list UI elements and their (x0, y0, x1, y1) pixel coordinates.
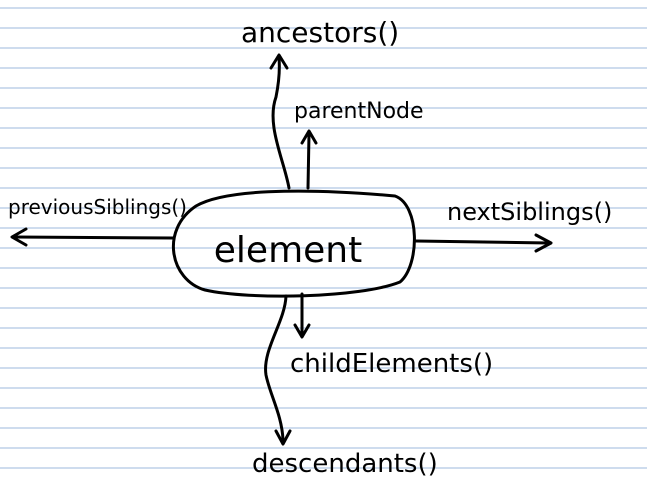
previous-siblings-label: previousSiblings() (8, 195, 187, 219)
next-siblings-arrowhead (534, 233, 553, 253)
previous-siblings-arrow (12, 235, 175, 240)
child-elements-arrowhead (293, 323, 311, 339)
descendants-label: descendants() (252, 449, 438, 479)
next-siblings-label: nextSiblings() (447, 198, 612, 226)
descendants-arrow (264, 294, 288, 442)
ancestors-label: ancestors() (241, 16, 399, 49)
ruled-paper-lines (0, 7, 647, 469)
ancestors-arrow (271, 56, 291, 190)
previous-siblings-arrowhead (10, 227, 28, 247)
descendants-arrowhead (274, 429, 292, 446)
parent-node-label: parentNode (294, 99, 424, 124)
next-siblings-arrow (414, 239, 551, 245)
ancestors-arrowhead (269, 53, 289, 70)
child-elements-label: childElements() (290, 349, 493, 379)
parent-node-arrowhead (300, 129, 318, 145)
element-blob (171, 189, 416, 298)
parent-node-arrow (306, 132, 311, 190)
element-label: element (214, 230, 362, 271)
